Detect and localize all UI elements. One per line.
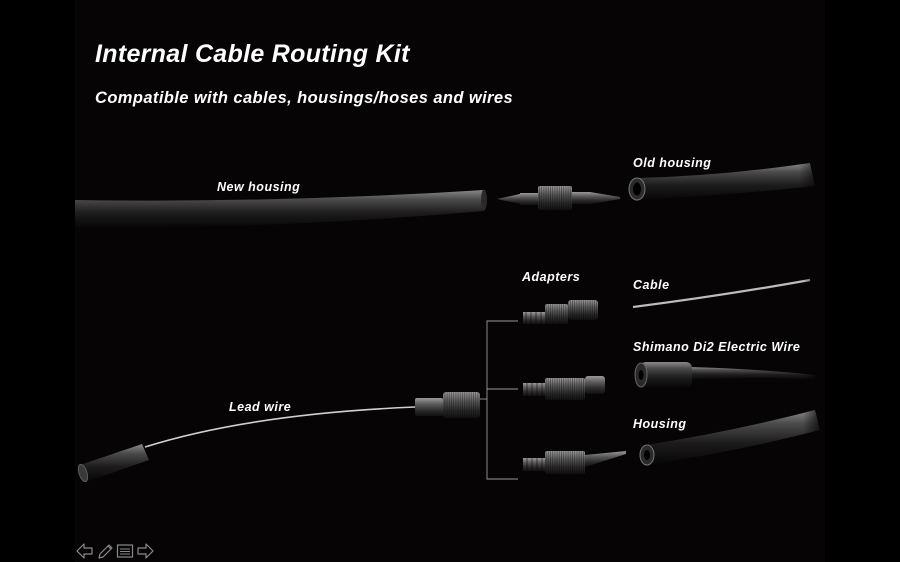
label-adapters: Adapters [522,270,581,284]
arrow-right-icon[interactable] [136,542,154,560]
label-lead-wire: Lead wire [229,400,292,414]
label-old-housing: Old housing [633,156,712,170]
arrow-left-icon[interactable] [76,542,94,560]
label-housing: Housing [633,417,687,431]
housing-tube [639,400,825,470]
slide-menu-icon[interactable] [116,542,134,560]
adapter-cable [523,300,598,324]
di2-wire [634,360,825,390]
label-cable: Cable [633,278,670,292]
adapter-bracket [479,320,518,480]
label-di2-wire: Shimano Di2 Electric Wire [633,340,801,354]
old-housing-tube [628,150,825,201]
slide: Internal Cable Routing Kit Compatible wi… [75,0,825,562]
slide-subtitle: Compatible with cables, housings/hoses a… [95,89,514,107]
pencil-icon[interactable] [96,542,114,560]
adapter-housing [523,451,626,474]
lead-wire [77,392,480,483]
housing-joiner [497,186,620,210]
cable-line [632,270,825,309]
label-new-housing: New housing [217,180,301,194]
slide-title: Internal Cable Routing Kit [95,40,410,68]
new-housing-tube [75,189,487,229]
slideshow-nav [76,542,154,560]
adapter-di2 [523,376,605,400]
